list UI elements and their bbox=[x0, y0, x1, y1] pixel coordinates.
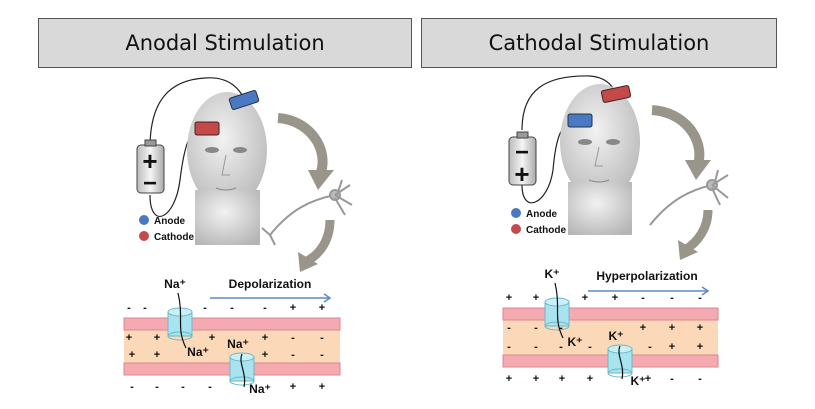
membrane-layer bbox=[502, 307, 719, 321]
outer-bottom-charge: + bbox=[559, 373, 565, 385]
curved-arrow-icon bbox=[277, 113, 328, 177]
ion-label-bottom-inside: Na⁺ bbox=[227, 337, 249, 351]
outer-bottom-charge: - bbox=[130, 381, 134, 393]
cathodal-membrane: ++++------+++-----+++++++--K⁺K⁺K⁺K⁺Hyper… bbox=[502, 267, 719, 388]
outer-top-charge: - bbox=[641, 292, 645, 304]
inner-bottom-charge: + bbox=[697, 341, 703, 353]
inner-top-charge: + bbox=[669, 322, 675, 334]
curved-arrow-icon bbox=[302, 219, 335, 267]
outer-top-charge: - bbox=[670, 292, 674, 304]
curved-arrow-icon bbox=[682, 209, 713, 254]
inner-bottom-charge: - bbox=[320, 349, 324, 361]
anode-legend-dot bbox=[139, 215, 149, 225]
anode-legend-label: Anode bbox=[526, 209, 558, 220]
inner-bottom-charge: - bbox=[291, 349, 295, 361]
head-icon bbox=[187, 92, 267, 245]
outer-bottom-charge: - bbox=[181, 381, 185, 393]
inner-bottom-charge: - bbox=[648, 341, 652, 353]
inner-bottom-charge: + bbox=[262, 349, 268, 361]
outer-top-charge: - bbox=[698, 292, 702, 304]
battery-top-sign: + bbox=[142, 146, 157, 176]
battery-top-sign: − bbox=[515, 139, 529, 166]
cathodal-setup: −+ Anode Cathode bbox=[508, 75, 729, 260]
inner-top-charge: + bbox=[154, 332, 160, 344]
wire-anode bbox=[149, 77, 246, 149]
ion-flow-arrow bbox=[554, 282, 564, 339]
inner-bottom-charge: - bbox=[559, 341, 563, 353]
membrane-layer bbox=[123, 317, 341, 331]
outer-top-charge: - bbox=[263, 302, 267, 314]
ion-label-top-outside: Na⁺ bbox=[164, 277, 186, 291]
anode-legend-label: Anode bbox=[154, 216, 186, 227]
inner-bottom-charge: - bbox=[588, 341, 592, 353]
neuron-icon bbox=[261, 179, 353, 246]
outer-bottom-charge: + bbox=[587, 373, 593, 385]
ion-label-bottom-outside: K⁺ bbox=[631, 374, 646, 388]
cathode-legend-label: Cathode bbox=[154, 232, 194, 243]
process-label: Depolarization bbox=[229, 277, 312, 291]
outer-bottom-charge: - bbox=[155, 381, 159, 393]
ion-label-bottom-inside: K⁺ bbox=[609, 329, 624, 343]
outer-top-charge: - bbox=[203, 302, 207, 314]
outer-top-charge: + bbox=[290, 302, 296, 314]
ion-flow-arrow bbox=[177, 292, 187, 349]
outer-bottom-charge: + bbox=[645, 373, 651, 385]
anodal-setup: +− Anode Cathode bbox=[136, 77, 353, 272]
outer-bottom-charge: + bbox=[319, 381, 325, 393]
ion-flow-arrow bbox=[240, 353, 246, 388]
outer-bottom-charge: - bbox=[670, 373, 674, 385]
inner-top-charge: + bbox=[262, 332, 268, 344]
outer-top-charge: + bbox=[612, 292, 618, 304]
outer-bottom-charge: + bbox=[533, 373, 539, 385]
cathode-legend-dot bbox=[139, 231, 149, 241]
ion-flow-arrow bbox=[618, 345, 624, 380]
inner-bottom-charge: + bbox=[154, 349, 160, 361]
inner-top-charge: + bbox=[640, 322, 646, 334]
cathode-legend-label: Cathode bbox=[526, 225, 566, 236]
outer-top-charge: + bbox=[533, 292, 539, 304]
cathode-electrode bbox=[194, 121, 220, 136]
curved-arrow-icon bbox=[651, 105, 705, 167]
anodal-title: Anodal Stimulation bbox=[38, 18, 412, 68]
battery-bottom-sign: − bbox=[143, 170, 157, 197]
inner-bottom-charge: + bbox=[669, 341, 675, 353]
inner-top-charge: + bbox=[209, 332, 215, 344]
inner-bottom-charge: - bbox=[507, 341, 511, 353]
battery-bottom-sign: + bbox=[514, 159, 529, 189]
ion-label-top-inside: Na⁺ bbox=[187, 345, 209, 359]
inner-top-charge: - bbox=[559, 322, 563, 334]
battery-icon: −+ bbox=[508, 131, 537, 189]
anode-electrode bbox=[228, 89, 260, 111]
anodal-membrane: -----++++++--+++------++Na⁺Na⁺Na⁺Na⁺Depo… bbox=[123, 277, 341, 396]
cathodal-title: Cathodal Stimulation bbox=[421, 18, 777, 68]
inner-top-charge: + bbox=[697, 322, 703, 334]
inner-bottom-charge: + bbox=[129, 349, 135, 361]
inner-top-charge: - bbox=[507, 322, 511, 334]
anode-electrode bbox=[567, 113, 593, 128]
inner-top-charge: - bbox=[320, 332, 324, 344]
inner-top-charge: - bbox=[291, 332, 295, 344]
ion-label-top-outside: K⁺ bbox=[545, 267, 560, 281]
inner-bottom-charge: - bbox=[534, 341, 538, 353]
ion-label-top-inside: K⁺ bbox=[568, 335, 583, 349]
outer-top-charge: + bbox=[582, 292, 588, 304]
outer-bottom-charge: + bbox=[506, 373, 512, 385]
outer-bottom-charge: + bbox=[290, 381, 296, 393]
inner-top-charge: - bbox=[534, 322, 538, 334]
battery-icon: +− bbox=[136, 139, 165, 197]
inner-top-charge: + bbox=[126, 332, 132, 344]
neuron-icon bbox=[649, 169, 729, 226]
cathode-electrode bbox=[600, 85, 632, 103]
process-label: Hyperpolarization bbox=[596, 269, 697, 283]
outer-bottom-charge: - bbox=[698, 373, 702, 385]
outer-top-charge: + bbox=[506, 292, 512, 304]
head-icon bbox=[560, 84, 640, 235]
outer-top-charge: - bbox=[230, 302, 234, 314]
ion-label-bottom-outside: Na⁺ bbox=[249, 382, 271, 396]
outer-top-charge: - bbox=[143, 302, 147, 314]
outer-top-charge: - bbox=[127, 302, 131, 314]
outer-top-charge: + bbox=[319, 302, 325, 314]
outer-bottom-charge: - bbox=[208, 381, 212, 393]
